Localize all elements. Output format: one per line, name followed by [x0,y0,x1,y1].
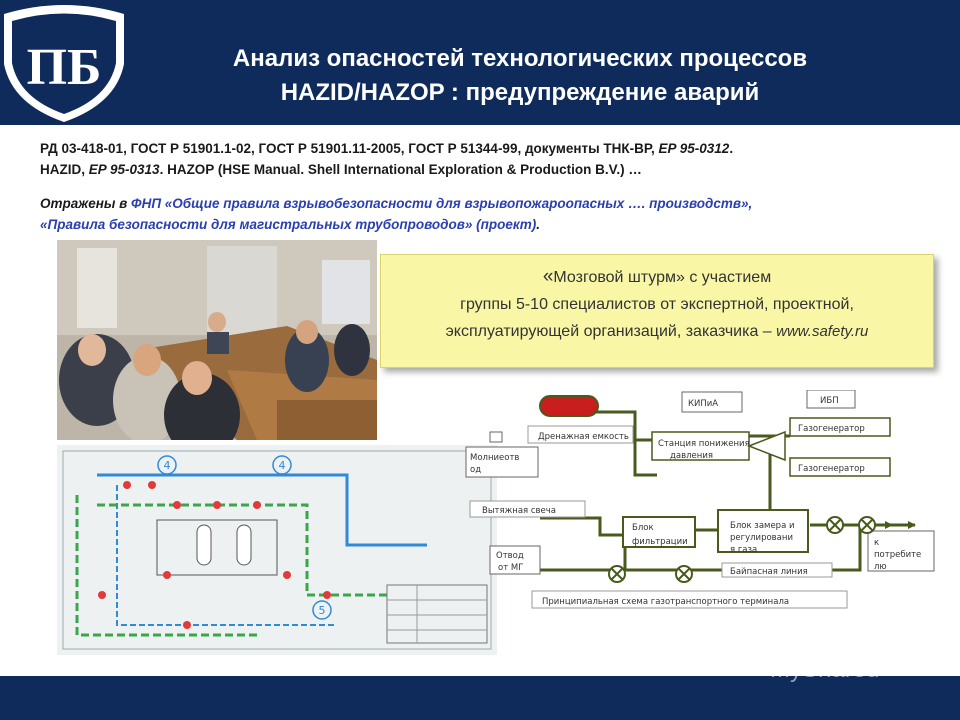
terminal-scheme-diagram: КИПиА ИБП Дренажная емкость Станция пони… [465,390,935,609]
drawing-number-2: 4 [279,459,286,472]
pressure-station-label-2: давления [670,451,713,461]
callout-quote-mark: « [542,266,554,287]
refs-part-4: HAZID, [40,162,89,177]
outlet-label-1: Отвод [496,551,524,561]
red-valve-symbol [539,395,599,417]
watermark: MyShared [770,656,880,683]
brainstorm-callout: «Мозговой штурм» с участием группы 5-10 … [380,254,934,368]
meeting-photo [57,240,377,440]
callout-line-3: эксплуатирующей организаций, заказчика – [445,323,777,340]
callout-line-1: Мозговой штурм» с участием [553,269,772,286]
filtration-block-label-1: Блок [632,523,654,533]
filtration-block-label-2: фильтрации [632,537,688,547]
consumer-label-1: к [874,538,879,548]
bypass-line-label: Байпасная линия [730,567,808,577]
drawing-number-1: 4 [164,459,171,472]
refs-ep-2: EP 95-0313 [88,162,160,177]
footer-bar [0,676,960,720]
gas-generator-1-label: Газогенератор [798,424,865,434]
logo-letters: ПБ [27,39,102,96]
reflected-intro: Отражены в [40,196,132,211]
drawing-number-3: 5 [319,604,326,617]
ibp-label: ИБП [820,396,839,406]
consumer-label-2: потребите [874,550,921,560]
title-line-2: HAZID/HAZOP : предупреждение аварий [280,79,760,106]
shield-logo: ПБ [4,5,124,122]
pressure-station-label-1: Станция понижения [658,439,750,449]
reflected-rules: «Правила безопасности для магистральных … [40,217,537,232]
metering-block-label-2: регулировани [730,533,793,543]
refs-part-6: . HAZOP (HSE Manual. Shell International… [159,162,642,177]
refs-ep-1: EP 95-0312 [658,141,730,156]
technical-drawing: 4 4 5 [57,445,497,655]
refs-part-3: . [729,141,734,156]
gas-generator-2-label: Газогенератор [798,464,865,474]
drain-tank-label: Дренажная емкость [538,432,629,442]
references-paragraph: РД 03-418-01, ГОСТ Р 51901.1-02, ГОСТ Р … [40,138,920,180]
safety-link[interactable]: www.safety.ru [776,323,869,340]
title-line-1: Анализ опасностей технологических процес… [232,45,808,72]
outlet-label-2: от МГ [498,563,523,573]
consumer-label-3: лю [874,562,887,572]
scheme-caption: Принципиальная схема газотранспортного т… [542,597,789,607]
valve-icons [608,516,876,583]
refs-part-1: РД 03-418-01, ГОСТ Р 51901.1-02, ГОСТ Р … [40,141,659,156]
reflected-fnp: ФНП «Общие правила взрывобезопасности дл… [131,196,753,211]
callout-line-2: группы 5-10 специалистов от экспертной, … [460,296,854,313]
page-title: Анализ опасностей технологических процес… [130,42,910,110]
reflected-paragraph: Отражены в ФНП «Общие правила взрывобезо… [40,193,920,235]
metering-block-label-1: Блок замера и [730,521,795,531]
reflected-end: . [536,217,541,232]
vent-stack-label: Вытяжная свеча [482,506,556,516]
header-bar [0,0,960,125]
kipia-label: КИПиА [688,399,718,409]
lightning-rod-label-1: Молниеотв [470,453,519,463]
metering-block-label-3: я газа [730,545,757,555]
lightning-rod-label-2: од [470,465,481,475]
